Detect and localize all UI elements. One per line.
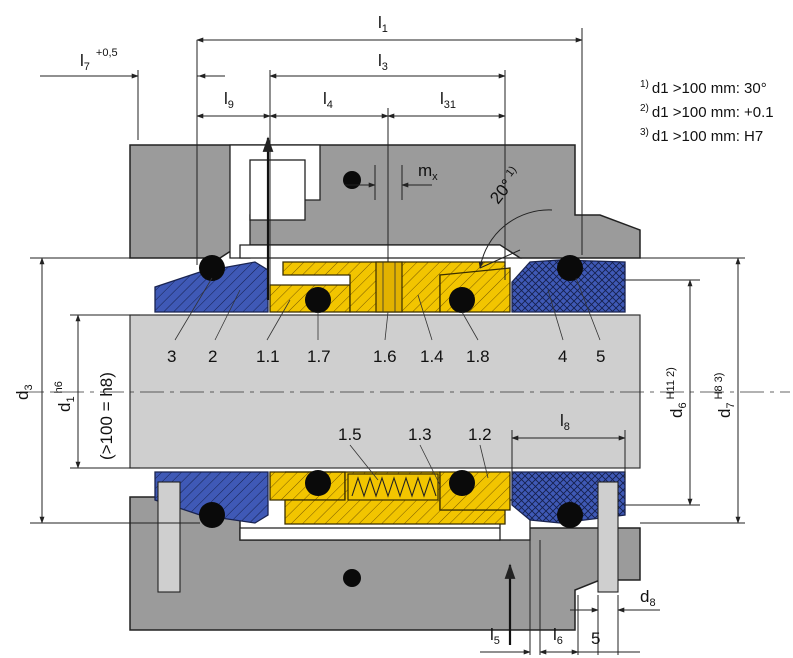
pin-right	[597, 481, 619, 593]
shaft	[129, 314, 641, 469]
part-label-1-5: 1.5	[338, 425, 362, 444]
spring-coils	[351, 476, 437, 498]
dim-l4: l4	[323, 89, 333, 111]
o-ring-1-7-lower	[305, 470, 331, 496]
housing-upper	[129, 144, 641, 259]
part-label-4: 4	[558, 347, 567, 366]
part-4-seat	[511, 259, 626, 313]
dim-l1: l1	[378, 13, 388, 35]
o-ring-1-8-lower	[449, 470, 475, 496]
o-ring-1-8	[449, 287, 475, 313]
seal-chamber-upper	[239, 244, 523, 259]
o-ring-5-lower	[557, 502, 583, 528]
part-1-6-setscrew	[375, 261, 403, 313]
part-2-seat-lower	[154, 471, 269, 524]
part-label-1-6: 1.6	[373, 347, 397, 366]
dim-five: 5	[591, 629, 600, 648]
part-label-1-1: 1.1	[256, 347, 280, 366]
svg-text:2)d1 >100 mm: +0.1: 2)d1 >100 mm: +0.1	[640, 103, 774, 121]
part-1-5-spring	[347, 473, 439, 501]
part-label-1-7: 1.7	[307, 347, 331, 366]
part-label-2: 2	[208, 347, 217, 366]
dim-d6: d6H112)	[665, 367, 689, 418]
dim-mx: mx	[418, 161, 438, 183]
seal-chamber-lower	[239, 527, 523, 541]
part-label-1-2: 1.2	[468, 425, 492, 444]
port-upper	[249, 159, 306, 221]
dim-l9: l9	[224, 89, 234, 111]
o-ring-3-lower	[199, 502, 225, 528]
dim-d7: d7H83)	[713, 373, 737, 418]
part-label-5: 5	[596, 347, 605, 366]
o-ring-housing-upper	[343, 171, 361, 189]
dim-d3: d3	[13, 384, 35, 400]
o-ring-5-upper	[557, 255, 583, 281]
o-ring-3-upper	[199, 255, 225, 281]
o-ring-housing-lower	[343, 569, 361, 587]
footnotes: 1)d1 >100 mm: 30° 2)d1 >100 mm: +0.1 3)d…	[640, 79, 774, 145]
dim-d8: d8	[640, 587, 656, 609]
dim-l7: l7+0,5	[80, 47, 118, 73]
part-label-1-3: 1.3	[408, 425, 432, 444]
o-ring-1-7	[305, 287, 331, 313]
svg-text:3)d1 >100 mm: H7: 3)d1 >100 mm: H7	[640, 127, 763, 145]
part-label-3: 3	[167, 347, 176, 366]
dim-l8: l8	[560, 411, 570, 433]
part-label-1-4: 1.4	[420, 347, 444, 366]
dim-l5: l5	[490, 625, 500, 647]
pin-left	[157, 481, 181, 593]
svg-text:1)d1 >100 mm: 30°: 1)d1 >100 mm: 30°	[640, 79, 767, 97]
dim-l31: l31	[440, 89, 456, 111]
dim-d1: d1h6	[53, 381, 77, 412]
dim-l6: l6	[553, 625, 563, 647]
part-label-1-8: 1.8	[466, 347, 490, 366]
dim-d1-note: (>100 = h8)	[97, 372, 116, 460]
dim-l3: l3	[378, 51, 388, 73]
